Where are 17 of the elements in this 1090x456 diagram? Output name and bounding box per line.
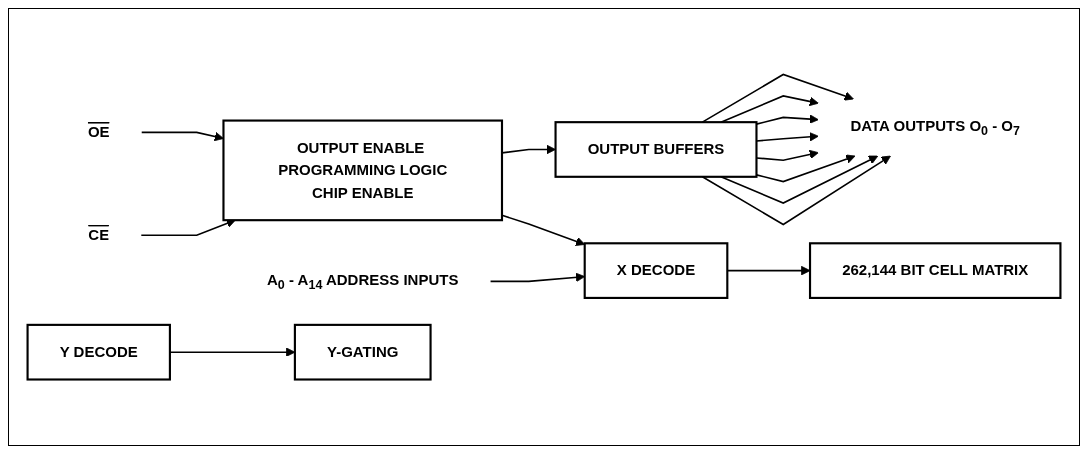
node-box: OUTPUT BUFFERS	[554, 121, 758, 178]
node-box: 262,144 BIT CELL MATRIX	[808, 242, 1062, 299]
arrow	[501, 214, 586, 246]
node-text: DATA OUTPUTS O$_{0}$ - O$_{7}$	[850, 117, 1020, 138]
arrow	[701, 155, 891, 226]
node-text: A$_{0}$ - A$_{14}$ ADDRESS INPUTS	[267, 270, 459, 292]
node-text: OE	[87, 123, 110, 141]
node-box: X DECODE	[583, 242, 729, 299]
node-box: OUTPUT ENABLE PROGRAMMING LOGIC CHIP ENABLE	[222, 119, 504, 222]
arrow	[755, 114, 819, 125]
node-text: CE	[88, 226, 110, 244]
arrow	[755, 154, 856, 183]
arrow	[701, 73, 854, 123]
node-box: Y DECODE	[26, 323, 171, 381]
arrow	[501, 144, 556, 155]
arrow	[140, 131, 224, 142]
node-box: Y-GATING	[293, 323, 432, 381]
